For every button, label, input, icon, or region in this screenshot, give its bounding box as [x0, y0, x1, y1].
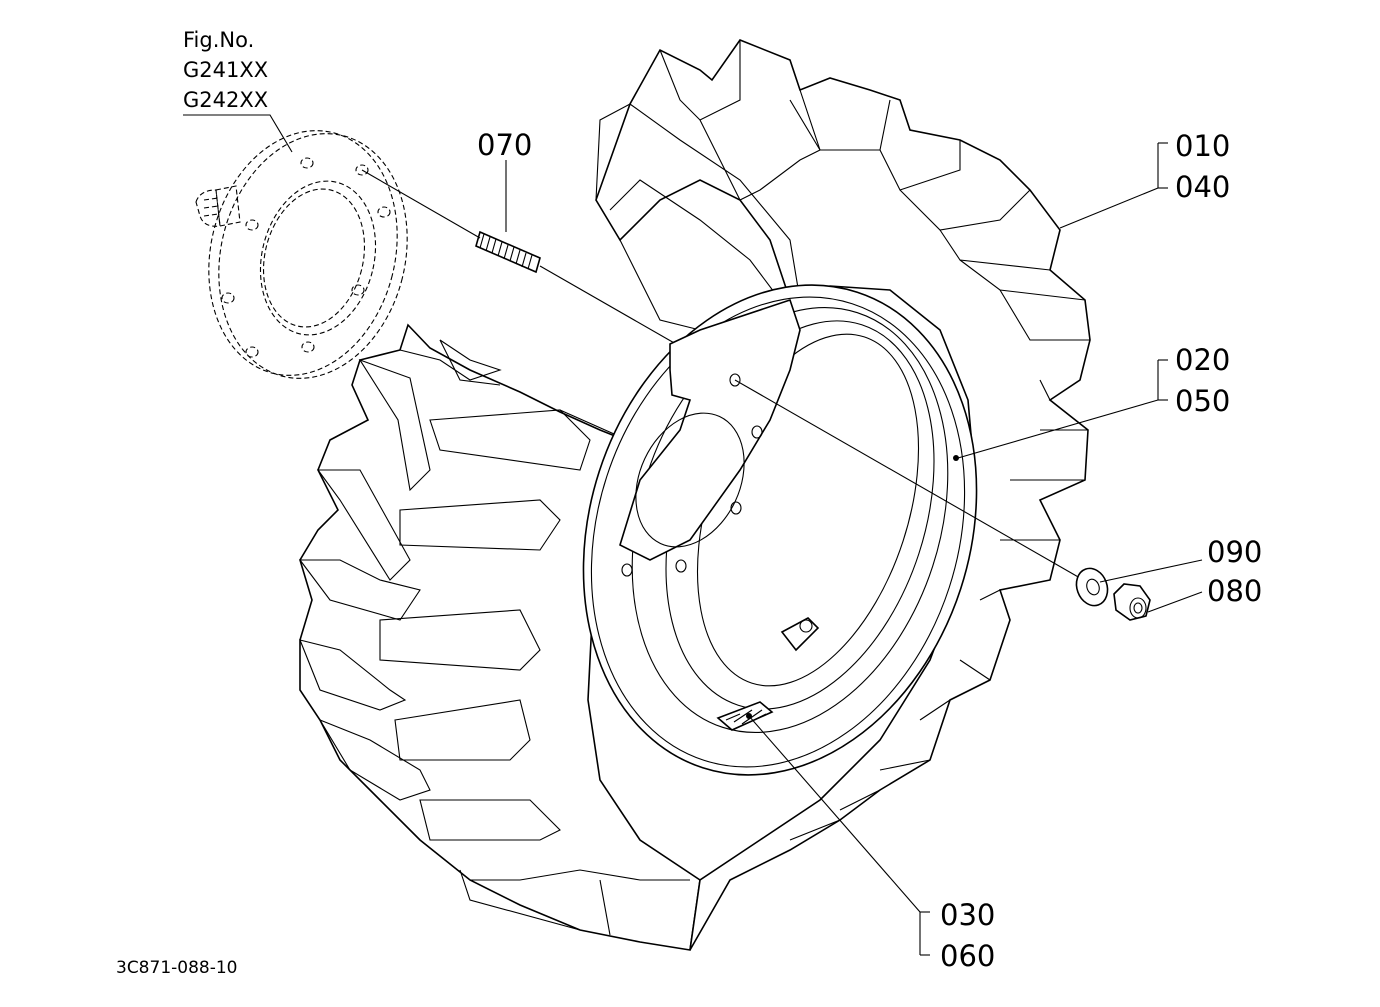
axle-hub-flange — [195, 130, 408, 379]
callout-090: 090 — [1207, 535, 1262, 569]
callout-080: 080 — [1207, 574, 1262, 608]
leader-090 — [1099, 559, 1203, 583]
figure-title: Fig.No. — [183, 28, 254, 52]
figure-number-block: Fig.No. G241XX G242XX — [183, 28, 293, 153]
nut — [1113, 583, 1151, 621]
callout-050: 050 — [1175, 384, 1230, 418]
callout-010: 010 — [1175, 129, 1230, 163]
figure-leader-line — [183, 114, 293, 153]
figure-number-2: G242XX — [183, 88, 268, 112]
figure-number-1: G241XX — [183, 58, 268, 82]
washer — [1075, 567, 1109, 607]
callout-060: 060 — [940, 939, 995, 973]
tire-outer-lugs-right — [595, 39, 1091, 951]
callout-020: 020 — [1175, 343, 1230, 377]
leader-rim — [957, 399, 1159, 459]
leader-valve — [748, 715, 921, 913]
drawing-code: 3C871-088-10 — [116, 958, 237, 978]
leader-tire — [1059, 187, 1159, 229]
assembly-axis-line-3 — [734, 379, 1081, 579]
assembly-axis-line-2 — [539, 265, 677, 345]
stud-bolt — [475, 230, 541, 274]
wheel-rim — [582, 284, 978, 776]
leader-080 — [1147, 591, 1203, 613]
assembly-axis-line-1 — [361, 169, 481, 239]
callout-070: 070 — [477, 128, 532, 162]
callout-030: 030 — [940, 898, 995, 932]
callout-040: 040 — [1175, 170, 1230, 204]
